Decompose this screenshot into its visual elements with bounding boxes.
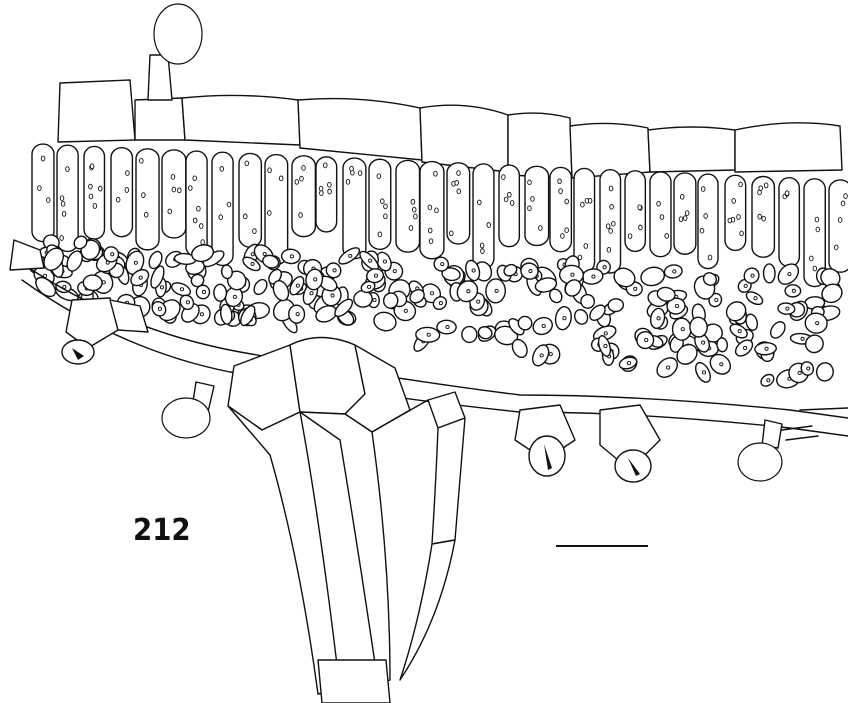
top-gland-head xyxy=(154,4,202,64)
figure-number: 212 xyxy=(133,513,191,548)
top-glandular-hair xyxy=(148,4,202,100)
multicellular-trichome xyxy=(228,338,465,703)
